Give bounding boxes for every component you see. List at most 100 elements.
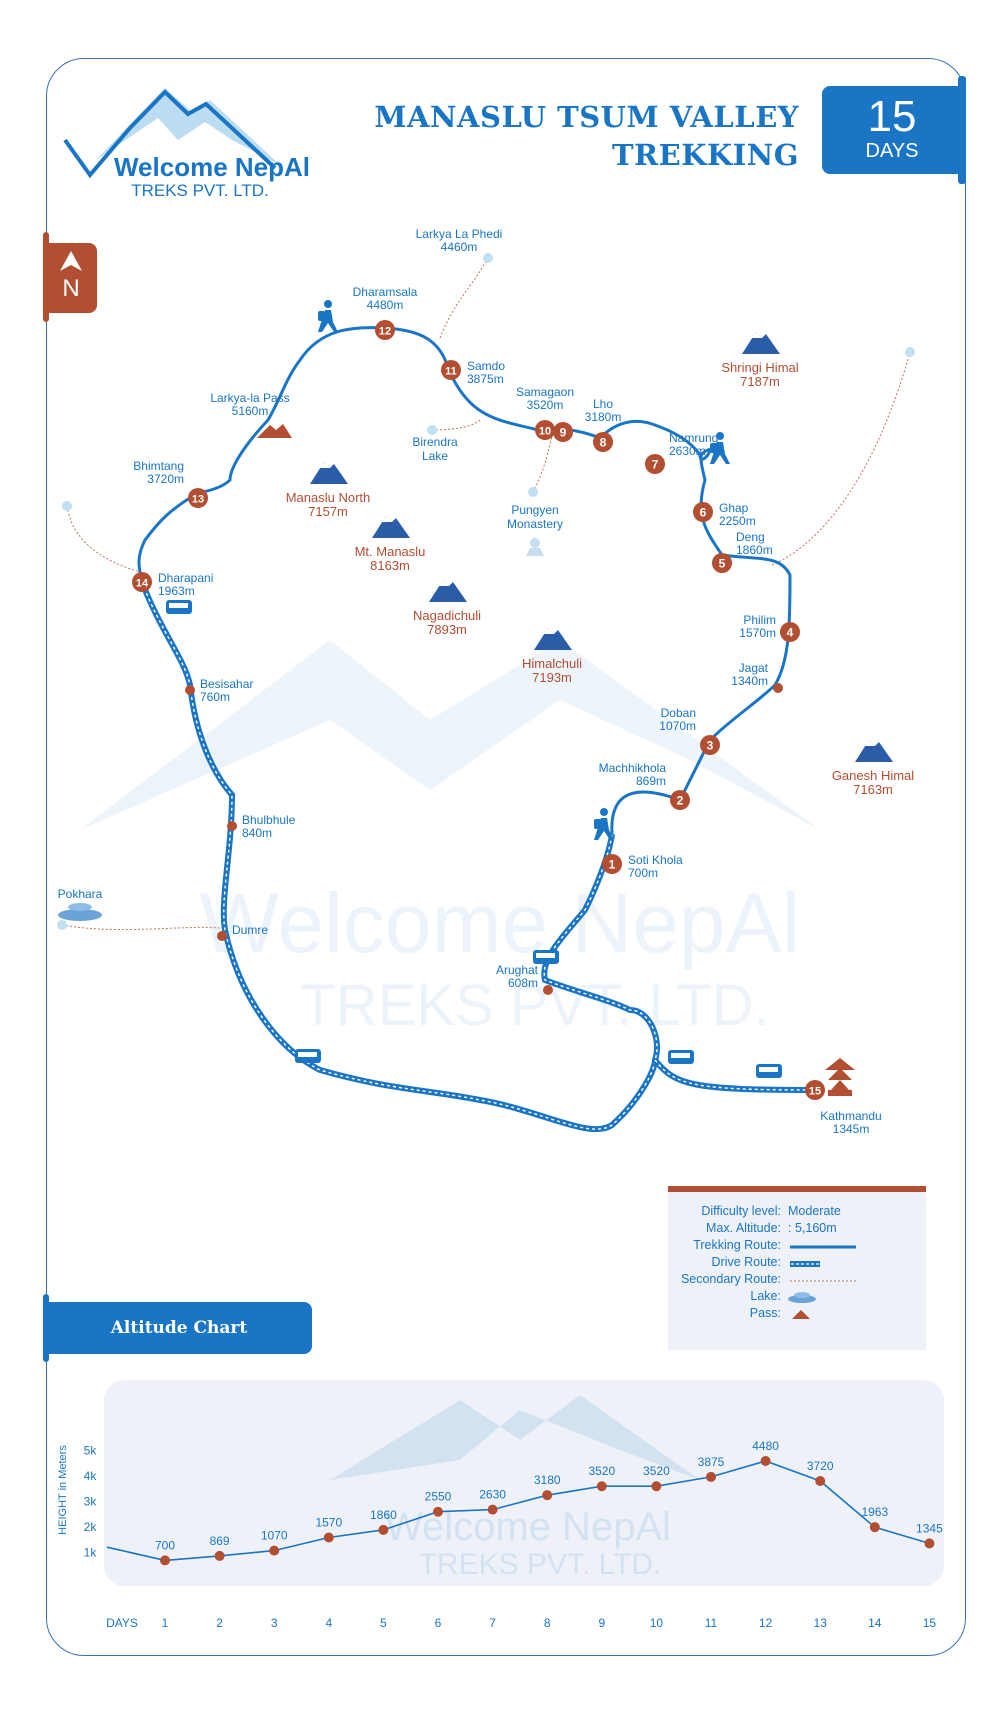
stop-marker bbox=[602, 854, 622, 874]
peak-altitude: 7163m bbox=[853, 782, 893, 797]
stop-number: 3 bbox=[707, 739, 714, 753]
chart-data-label-day-12: 4480 bbox=[752, 1439, 779, 1453]
trekker-icon-3 bbox=[594, 808, 614, 840]
chart-xtick-6: 6 bbox=[435, 1616, 442, 1630]
chart-point-day-9 bbox=[596, 1481, 607, 1492]
pokhara-lake bbox=[58, 903, 102, 921]
north-letter: N bbox=[62, 275, 80, 302]
waypoint-6: Pokhara bbox=[58, 887, 103, 901]
trekker-head bbox=[600, 808, 608, 816]
stop-name: Machhikhola bbox=[599, 761, 667, 775]
altitude-chart-heading: Altitude Chart bbox=[46, 1302, 312, 1354]
stop-number: 15 bbox=[809, 1086, 821, 1098]
peak-name: Himalchuli bbox=[522, 656, 582, 671]
chart-xtick-9: 9 bbox=[598, 1616, 605, 1630]
chart-point-day-15 bbox=[924, 1538, 935, 1549]
waypoint-name: Bhulbhule bbox=[242, 813, 296, 827]
stop-altitude: 2630m bbox=[669, 444, 706, 458]
trekker-backpack bbox=[318, 311, 325, 321]
chart-data-label-day-11: 3875 bbox=[698, 1455, 725, 1469]
altitude-chart-panel bbox=[104, 1380, 944, 1586]
stop-altitude: 3875m bbox=[467, 372, 504, 386]
chart-xtick-3: 3 bbox=[271, 1616, 278, 1630]
stop-marker bbox=[805, 1080, 825, 1100]
bus-window bbox=[671, 1053, 690, 1058]
bus-window bbox=[298, 1052, 317, 1057]
pungyen-label-1: Pungyen bbox=[511, 503, 558, 517]
chart-point-day-3 bbox=[269, 1545, 280, 1556]
stop-number: 13 bbox=[192, 494, 204, 506]
mountain-snowcap bbox=[320, 462, 330, 468]
trekker-body bbox=[318, 310, 338, 332]
page-title: MANASLU TSUM VALLEY TREKKING bbox=[374, 98, 799, 174]
chart-data-label-day-1: 700 bbox=[155, 1538, 175, 1552]
legend-lake-label: Lake: bbox=[750, 1289, 781, 1303]
chart-point-day-4 bbox=[323, 1532, 334, 1543]
bus-icon-4 bbox=[668, 1050, 694, 1064]
waypoint-name: Jagat bbox=[739, 661, 769, 675]
stop-marker bbox=[553, 422, 573, 442]
mountain-snowcap bbox=[752, 332, 762, 338]
legend-secondary: Secondary Route: bbox=[668, 1272, 926, 1289]
chart-data-label-day-15: 1345 bbox=[916, 1521, 943, 1535]
stop-name: Namrung bbox=[669, 431, 718, 445]
stop-number: 1 bbox=[609, 858, 616, 872]
stop-name: Deng bbox=[736, 530, 765, 544]
secondary-route-6 bbox=[771, 351, 911, 566]
duration-number: 15 bbox=[867, 92, 917, 141]
chart-xtick-15: 15 bbox=[923, 1616, 937, 1630]
waypoint-name: Dumre bbox=[232, 923, 268, 937]
trekker-backpack bbox=[710, 443, 717, 453]
mountain-icon bbox=[429, 580, 467, 602]
pass-icon bbox=[257, 424, 292, 438]
days-tab bbox=[958, 76, 966, 184]
stop-marker bbox=[188, 488, 208, 508]
stop-name: Dharamsala bbox=[353, 285, 418, 299]
birendra-lake-label-2: Lake bbox=[422, 449, 448, 463]
chart-ytick-4k: 4k bbox=[84, 1469, 98, 1483]
legend-difficulty-label: Difficulty level: bbox=[701, 1204, 781, 1218]
chart-data-label-day-2: 869 bbox=[210, 1534, 230, 1548]
trekker-icon-2 bbox=[710, 432, 730, 464]
waypoint-name: Arughat bbox=[496, 963, 539, 977]
pass-icon bbox=[792, 1310, 810, 1319]
chart-point-day-11 bbox=[706, 1471, 716, 1482]
watermark-brand: Welcome NepAl bbox=[200, 876, 801, 970]
chart-data-label-day-8: 3180 bbox=[534, 1473, 561, 1487]
legend-pass: Pass: bbox=[668, 1306, 926, 1323]
chart-point-day-14 bbox=[869, 1522, 880, 1533]
stop-altitude: 1345m bbox=[833, 1122, 870, 1136]
bus-icon-3 bbox=[533, 950, 559, 964]
chart-xlabel: DAYS bbox=[106, 1616, 138, 1630]
chart-xtick-12: 12 bbox=[759, 1616, 773, 1630]
chart-ytick-5k: 5k bbox=[84, 1444, 98, 1458]
logo-sub: TREKS PVT. LTD. bbox=[131, 181, 269, 200]
legend-altitude-value: : 5,160m bbox=[788, 1221, 837, 1235]
lake-icon bbox=[788, 1292, 816, 1303]
bus-icon-1 bbox=[166, 600, 192, 614]
stop-name: Philim bbox=[743, 613, 776, 627]
legend-trekking: Trekking Route: bbox=[668, 1238, 926, 1255]
chart-point-day-2 bbox=[214, 1550, 225, 1561]
chart-data-label-day-7: 2630 bbox=[479, 1488, 506, 1502]
legend-secondary-label: Secondary Route: bbox=[680, 1272, 781, 1286]
waypoint-name: Besisahar bbox=[200, 677, 253, 691]
